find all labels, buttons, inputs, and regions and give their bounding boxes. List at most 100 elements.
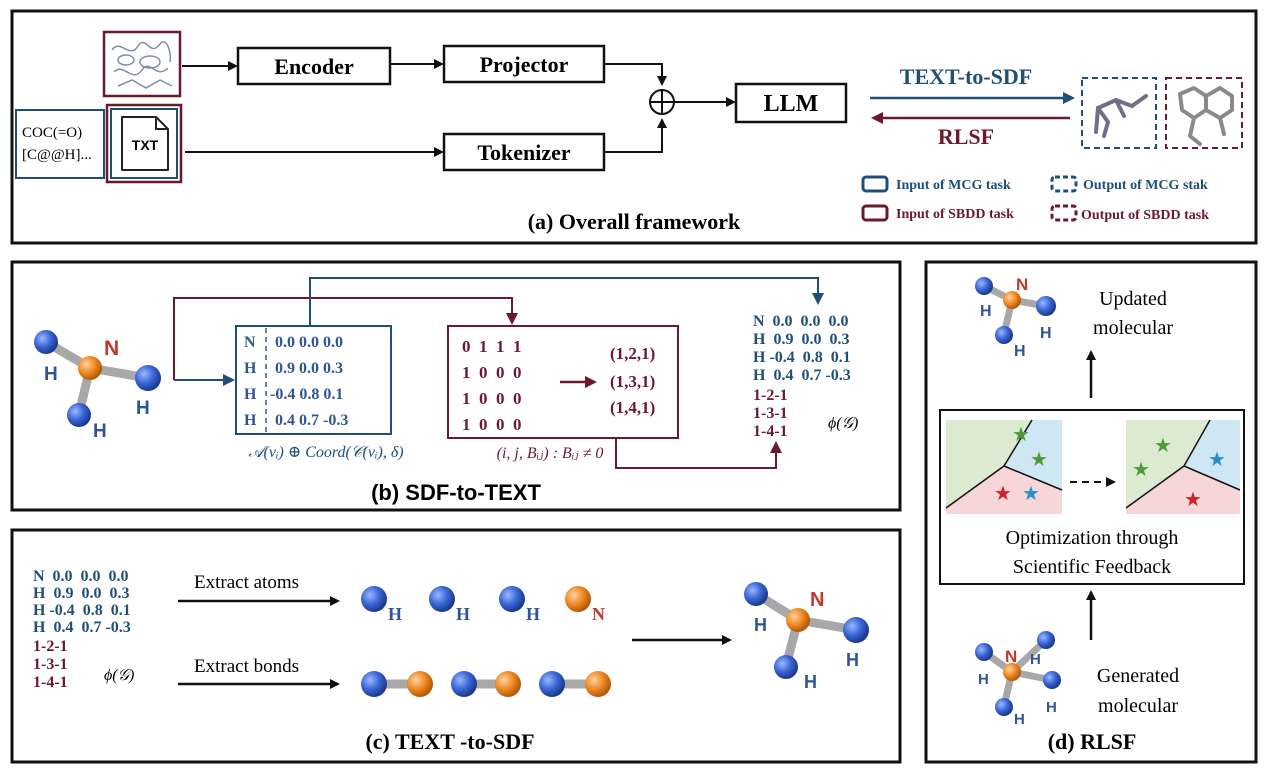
legend-mcg-input-swatch	[861, 175, 889, 193]
atom-symbol: N	[244, 334, 256, 351]
atom-label-h: H	[1046, 699, 1057, 716]
panel-b-caption: (b) SDF-to-TEXT	[371, 480, 541, 505]
star-icon: ★	[1208, 449, 1226, 471]
atom-label-h: H	[388, 604, 402, 624]
panel-a: COC(=O) [C@@H]... TXT Encoder Projector	[10, 9, 1258, 245]
protein-input	[102, 30, 182, 98]
atom-label-n: N	[810, 589, 824, 611]
smiles-line-1: COC(=O)	[22, 125, 82, 141]
decision-plot-after: ★ ★ ★ ★	[1125, 419, 1241, 514]
input-atom-line: H 0.4 0.7 -0.3	[33, 619, 131, 636]
panel-b-frame	[10, 260, 902, 512]
arrow-tokenizer-to-sum	[604, 118, 667, 153]
panel-d-frame	[924, 260, 1258, 764]
atom-label-h: H	[526, 604, 540, 624]
atom-symbol: H	[244, 360, 257, 377]
txt-icon-label: TXT	[132, 137, 159, 153]
adjacency-row: 1 0 0 0	[462, 389, 522, 408]
output-bond-line: 1-4-1	[753, 423, 788, 440]
smiles-input: COC(=O) [C@@H]...	[15, 109, 105, 179]
atom-label-h: H	[1040, 325, 1052, 342]
projector-box: Projector	[442, 44, 606, 84]
concat-symbol	[649, 89, 675, 115]
protein-structure-icon	[111, 41, 173, 89]
txt-file-icon: TXT	[121, 116, 169, 171]
ligand-stick-icon	[1178, 86, 1234, 146]
star-icon: ★	[1030, 449, 1048, 471]
rlsf-label: RLSF	[938, 124, 994, 149]
tokenizer-box: Tokenizer	[442, 132, 606, 172]
input-atom-line: H -0.4 0.8 0.1	[33, 602, 131, 619]
optimization-box: ★ ★ ★ ★ ★ ★ ★ ★ Optimization through Sci…	[939, 409, 1245, 585]
extracted-bonds	[361, 671, 611, 697]
input-atom-line: N 0.0 0.0 0.0	[33, 568, 129, 585]
star-icon: ★	[1022, 483, 1040, 505]
atom-label-h: H	[846, 650, 859, 670]
atom-n	[565, 586, 591, 612]
panel-a-caption: (a) Overall framework	[528, 209, 741, 234]
atom-symbol: H	[244, 412, 257, 429]
legend-mcg-output: Output of MCG stak	[1083, 178, 1208, 193]
atom-coords: 0.0 0.0 0.0	[275, 334, 343, 351]
output-bond-line: 1-3-1	[753, 405, 788, 422]
arrow-mol-to-adjacency	[173, 297, 518, 380]
arrow-projector-to-sum	[604, 63, 667, 86]
llm-label: LLM	[764, 91, 819, 117]
input-atom-line: H 0.9 0.0 0.3	[33, 585, 129, 602]
input-bond-line: 1-4-1	[33, 674, 68, 691]
atom-symbol: H	[244, 386, 257, 403]
atom-label-h: H	[44, 364, 58, 385]
encoder-box: Encoder	[236, 46, 392, 86]
legend-sbdd-input: Input of SBDD task	[896, 207, 1014, 222]
atom-n	[78, 356, 102, 380]
atom-label-h: H	[978, 671, 989, 688]
atom-coords: -0.4 0.8 0.1	[270, 386, 343, 403]
bond-triple: (1,4,1)	[610, 398, 655, 417]
star-icon: ★	[1132, 459, 1150, 481]
adjacency-row: 1 0 0 0	[462, 363, 522, 382]
atom-h	[429, 586, 455, 612]
output-atom-line: H 0.9 0.0 0.3	[753, 331, 849, 348]
arrow-bonds-to-output	[615, 438, 782, 469]
legend-sbdd-input-swatch	[861, 204, 889, 222]
generated-label-2: molecular	[1098, 695, 1178, 717]
atom-h	[361, 586, 387, 612]
output-atom-line: H -0.4 0.8 0.1	[753, 349, 851, 366]
molecule-nh3: N H H H	[34, 330, 161, 442]
projector-label: Projector	[480, 52, 569, 77]
atom-label-h: H	[980, 303, 992, 320]
llm-box: LLM	[734, 82, 848, 124]
sbdd-output	[1165, 77, 1243, 149]
atom-h	[499, 586, 525, 612]
legend-mcg-output-swatch	[1050, 175, 1078, 193]
extract-atoms-label: Extract atoms	[194, 572, 299, 593]
tokenizer-label: Tokenizer	[477, 140, 571, 165]
legend-mcg-input: Input of MCG task	[896, 178, 1011, 193]
atom-coords: 0.4 0.7 -0.3	[275, 412, 348, 429]
arrow-atoms-to-output	[309, 277, 824, 326]
txt-input: TXT	[105, 103, 183, 184]
phi-label: ϕ(𝒢)	[828, 415, 858, 432]
atom-formula: 𝒜(vᵢ) ⊕ Coord(𝒞(vᵢ), δ)	[248, 444, 403, 461]
atom-label-h: H	[804, 672, 817, 692]
atom-label-n: N	[1016, 275, 1028, 294]
atom-label-h: H	[93, 421, 107, 442]
generated-label-1: Generated	[1097, 665, 1179, 687]
output-bond-line: 1-2-1	[753, 387, 788, 404]
mcg-output	[1081, 77, 1157, 149]
output-atom-line: H 0.4 0.7 -0.3	[753, 367, 851, 384]
atom-label-h: H	[1014, 343, 1026, 360]
generated-molecule: N H H H H	[975, 631, 1061, 728]
sdf-text-output: N 0.0 0.0 0.0 H 0.9 0.0 0.3 H -0.4 0.8 0…	[753, 313, 851, 440]
atom-label-h: H	[136, 398, 150, 419]
atom-label-n: N	[592, 604, 605, 624]
star-icon: ★	[1154, 435, 1172, 457]
atom-label-n: N	[104, 337, 119, 360]
smiles-line-2: [C@@H]...	[22, 147, 92, 163]
output-atom-line: N 0.0 0.0 0.0	[753, 313, 849, 330]
phi-label: ϕ(𝒢)	[104, 667, 134, 684]
extracted-atoms: H H H N	[361, 586, 605, 624]
legend-sbdd-output-swatch	[1050, 204, 1078, 222]
star-icon: ★	[1012, 424, 1030, 446]
bond-triple: (1,2,1)	[610, 344, 655, 363]
